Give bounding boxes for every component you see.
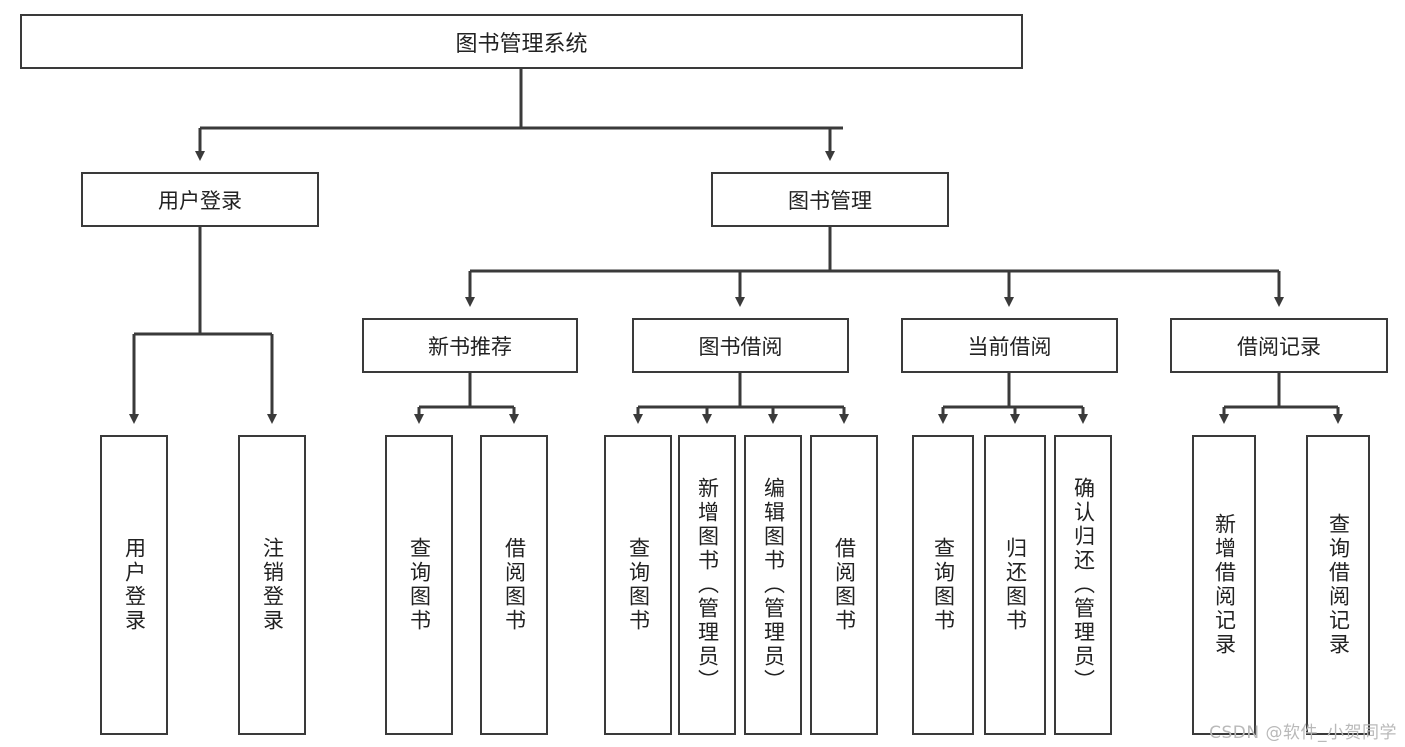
watermark: CSDN @软件_小贺同学 bbox=[1209, 723, 1397, 743]
node-user-login[interactable]: 用户登录 bbox=[81, 172, 319, 227]
node-leaf-query-book-cur[interactable]: 查询图书 bbox=[912, 435, 974, 735]
node-leaf-edit-book-label: 编辑图书（管理员） bbox=[761, 477, 786, 693]
node-leaf-borrow-book-rec[interactable]: 借阅图书 bbox=[480, 435, 548, 735]
node-book-borrow[interactable]: 图书借阅 bbox=[632, 318, 849, 373]
node-book-manage-label: 图书管理 bbox=[788, 188, 872, 213]
node-root[interactable]: 图书管理系统 bbox=[20, 14, 1023, 69]
node-book-borrow-label: 图书借阅 bbox=[698, 334, 783, 359]
node-leaf-logout[interactable]: 注销登录 bbox=[238, 435, 306, 735]
node-leaf-query-record-label: 查询借阅记录 bbox=[1326, 513, 1351, 657]
node-leaf-borrow-book[interactable]: 借阅图书 bbox=[810, 435, 878, 735]
node-leaf-confirm-return-label: 确认归还（管理员） bbox=[1071, 477, 1096, 693]
node-leaf-query-book[interactable]: 查询图书 bbox=[604, 435, 672, 735]
node-leaf-user-login[interactable]: 用户登录 bbox=[100, 435, 168, 735]
node-leaf-query-book-rec[interactable]: 查询图书 bbox=[385, 435, 453, 735]
node-root-label: 图书管理系统 bbox=[455, 31, 588, 57]
node-leaf-confirm-return[interactable]: 确认归还（管理员） bbox=[1054, 435, 1112, 735]
node-leaf-query-book-rec-label: 查询图书 bbox=[407, 537, 432, 633]
node-leaf-add-book-label: 新增图书（管理员） bbox=[695, 477, 720, 693]
node-leaf-add-book[interactable]: 新增图书（管理员） bbox=[678, 435, 736, 735]
node-leaf-logout-label: 注销登录 bbox=[260, 537, 285, 633]
node-leaf-add-record[interactable]: 新增借阅记录 bbox=[1192, 435, 1256, 735]
node-leaf-return-book[interactable]: 归还图书 bbox=[984, 435, 1046, 735]
node-leaf-edit-book[interactable]: 编辑图书（管理员） bbox=[744, 435, 802, 735]
node-leaf-borrow-book-rec-label: 借阅图书 bbox=[502, 537, 527, 633]
node-borrow-record-label: 借阅记录 bbox=[1237, 334, 1321, 359]
node-book-manage[interactable]: 图书管理 bbox=[711, 172, 949, 227]
node-leaf-query-book-label: 查询图书 bbox=[626, 537, 651, 633]
node-leaf-add-record-label: 新增借阅记录 bbox=[1212, 513, 1237, 657]
node-leaf-user-login-label: 用户登录 bbox=[122, 537, 147, 633]
node-new-book-rec-label: 新书推荐 bbox=[428, 334, 512, 359]
node-borrow-record[interactable]: 借阅记录 bbox=[1170, 318, 1388, 373]
node-current-borrow[interactable]: 当前借阅 bbox=[901, 318, 1118, 373]
node-new-book-rec[interactable]: 新书推荐 bbox=[362, 318, 578, 373]
node-leaf-borrow-book-label: 借阅图书 bbox=[832, 537, 857, 633]
node-leaf-query-record[interactable]: 查询借阅记录 bbox=[1306, 435, 1370, 735]
node-user-login-label: 用户登录 bbox=[158, 188, 242, 213]
node-leaf-query-book-cur-label: 查询图书 bbox=[931, 537, 956, 633]
node-leaf-return-book-label: 归还图书 bbox=[1003, 537, 1028, 633]
node-current-borrow-label: 当前借阅 bbox=[967, 334, 1052, 359]
